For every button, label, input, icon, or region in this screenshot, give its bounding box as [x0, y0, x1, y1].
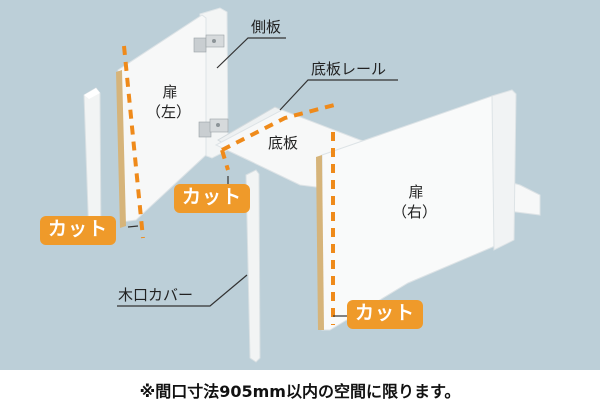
- footnote: ※間口寸法905mm以内の空間に限ります。: [139, 382, 461, 401]
- hinge-top: [193, 34, 225, 53]
- label-bottom-board: 底板: [268, 134, 299, 152]
- cut-badge-right: カット: [347, 300, 424, 329]
- leader-lines: [117, 37, 398, 317]
- label-edge-cover: 木口カバー: [118, 286, 194, 304]
- label-door-right: 扉 （右）: [392, 183, 438, 222]
- cut-badge-left: カット: [40, 216, 117, 245]
- center-edge-cover: [245, 169, 261, 363]
- door-left: [116, 14, 207, 228]
- cut-lines: [122, 45, 339, 325]
- furniture-illustration: [83, 7, 541, 363]
- label-door-left: 扉 （左）: [146, 83, 192, 122]
- label-side-panel: 側板: [251, 18, 282, 36]
- label-bottom-rail: 底板レール: [311, 60, 387, 78]
- hinge-bottom: [198, 118, 229, 138]
- cut-badge-center: カット: [174, 184, 251, 213]
- door-right: [316, 89, 517, 331]
